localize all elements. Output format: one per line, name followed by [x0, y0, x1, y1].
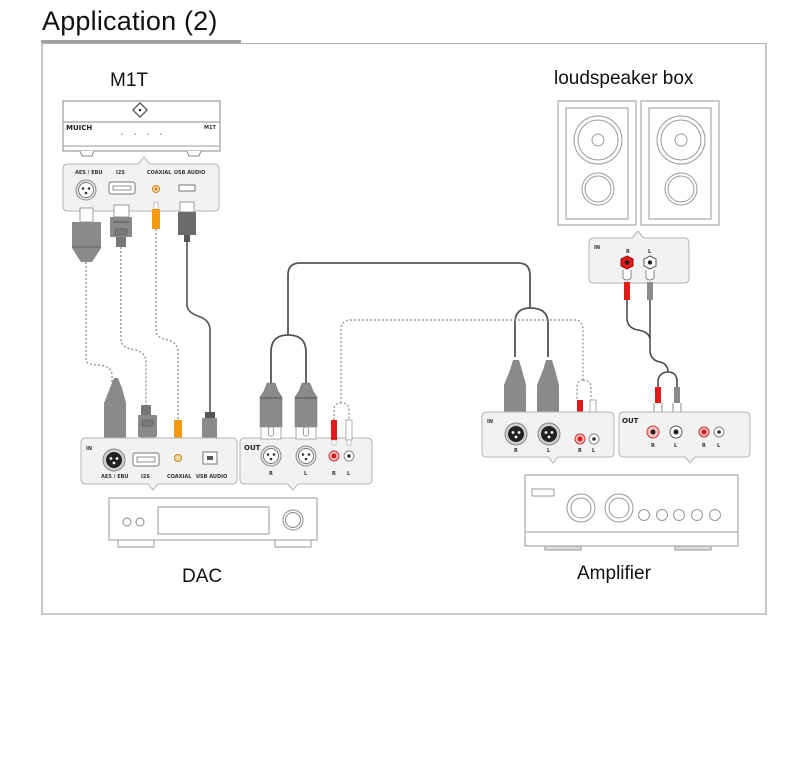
- dac-out-xlr-l: [295, 445, 317, 467]
- amp-out-rca-l: [713, 426, 725, 438]
- m1t-cables: [72, 201, 211, 420]
- dac-out-port-label: R: [269, 471, 273, 477]
- speaker-in-label: IN: [594, 245, 600, 251]
- loudspeaker-box: [557, 100, 720, 226]
- amp-out-port-label: R: [702, 443, 706, 449]
- amp-in-rca-r: [574, 433, 586, 445]
- speaker-cable: [624, 282, 682, 415]
- dac-in-port-label: COAXIAL: [167, 474, 192, 480]
- dac-out-plugs: [259, 382, 353, 446]
- amp-in-port-label: R: [578, 448, 582, 454]
- xlr-balanced-cable: [270, 262, 549, 383]
- dac-aes-socket: [102, 448, 126, 472]
- dac-label: DAC: [182, 566, 223, 587]
- m1t-model: M1T: [204, 125, 216, 131]
- m1t-label: M1T: [110, 70, 148, 91]
- amp-out-panel: OUT R L R L: [618, 411, 751, 464]
- m1t-brand: MUICH: [66, 124, 92, 132]
- m1t-port-aes-label: AES / EBU: [75, 170, 102, 176]
- speaker-port-label: L: [648, 249, 652, 255]
- amp-in-panel: IN R L R L: [481, 411, 615, 464]
- amp-in-xlr-l: [537, 422, 561, 446]
- loudspeaker-label: loudspeaker box: [554, 68, 694, 89]
- amp-in-port-label: L: [547, 448, 551, 454]
- amp-input-plugs: [504, 360, 597, 429]
- amp-out-label: OUT: [622, 417, 639, 425]
- amp-in-rca-l: [588, 433, 600, 445]
- m1t-port-panel: AES / EBU I2S COAXIAL USB AUDIO: [62, 156, 220, 212]
- page-title: Application (2): [42, 6, 218, 36]
- dac-in-panel: IN AES / EBU I2S COAXIAL USB AUDIO: [80, 437, 238, 491]
- speaker-in-panel: IN R L: [588, 230, 690, 284]
- amp-out-port-label: L: [674, 443, 678, 449]
- amp-in-port-label: L: [592, 448, 596, 454]
- aes-cable: [85, 262, 113, 385]
- amp-out-port-label: R: [651, 443, 655, 449]
- dac-in-label: IN: [86, 446, 92, 452]
- dac-in-port-label: USB AUDIO: [196, 474, 227, 480]
- speaker-terminal-r: [624, 260, 630, 265]
- amp-out-rca-r: [698, 426, 710, 438]
- dac-out-port-label: L: [304, 471, 308, 477]
- dac-out-rca-r: [328, 450, 340, 462]
- amp-in-port-label: R: [514, 448, 518, 454]
- amp-out-port-label: L: [717, 443, 721, 449]
- dac-out-rca-l: [343, 450, 355, 462]
- m1t-port-i2s-label: I2S: [116, 170, 125, 176]
- m1t-aes-socket: [75, 179, 97, 201]
- dac-out-panel: OUT R L R L: [239, 437, 373, 491]
- dac-out-port-label: L: [347, 471, 351, 477]
- m1t-device: MUICH M1T: [62, 100, 221, 157]
- speaker-port-label: R: [626, 249, 630, 255]
- amplifier-device: [524, 474, 739, 551]
- speaker-terminal-l: [647, 260, 653, 265]
- dac-out-xlr-r: [260, 445, 282, 467]
- m1t-usb-socket: [178, 184, 196, 192]
- title-underline: [41, 40, 241, 43]
- amp-in-xlr-r: [504, 422, 528, 446]
- i2s-cable: [120, 247, 147, 405]
- diagram-frame: [41, 43, 767, 615]
- dac-in-port-label: I2S: [141, 474, 150, 480]
- usb-cable: [186, 242, 211, 412]
- m1t-port-coax-label: COAXIAL: [147, 170, 172, 176]
- amplifier-label: Amplifier: [577, 563, 651, 584]
- rca-unbalanced-cable: [333, 319, 592, 420]
- dac-in-port-label: AES / EBU: [101, 474, 128, 480]
- dac-device: [108, 497, 318, 548]
- dac-out-port-label: R: [332, 471, 336, 477]
- amp-in-label: IN: [487, 419, 493, 425]
- dac-out-label: OUT: [244, 444, 261, 452]
- coax-cable: [155, 229, 179, 420]
- m1t-port-usb-label: USB AUDIO: [174, 170, 205, 176]
- dac-coax-socket: [174, 454, 182, 462]
